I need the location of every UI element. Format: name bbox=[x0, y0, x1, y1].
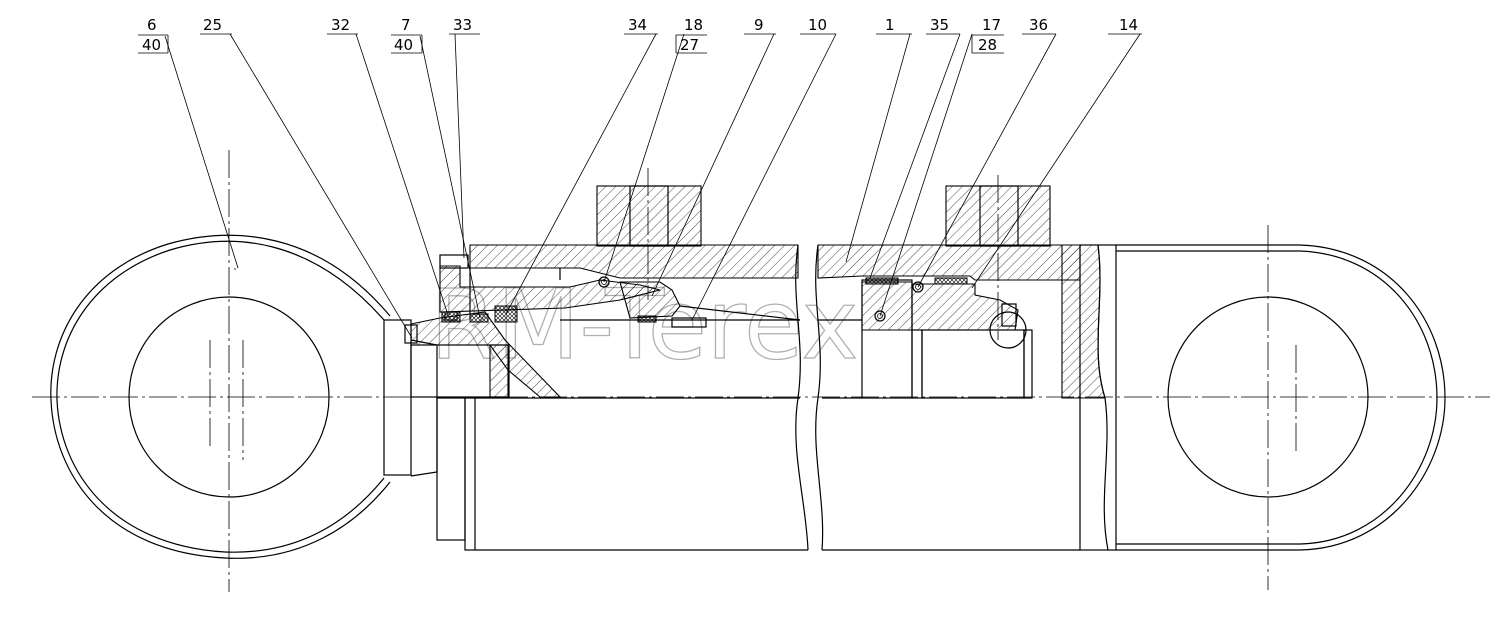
callout-6-bottom: 40 bbox=[142, 36, 161, 54]
callout-32-top: 32 bbox=[331, 16, 350, 34]
callout-35: 35 bbox=[926, 16, 960, 35]
callout-18-bottom: 27 bbox=[680, 36, 699, 54]
callout-35-top: 35 bbox=[930, 16, 949, 34]
callout-9: 9 bbox=[744, 16, 776, 35]
callout-10: 10 bbox=[800, 16, 836, 35]
callout-1: 1 bbox=[876, 16, 912, 35]
callout-14-top: 14 bbox=[1119, 16, 1138, 34]
right-eye bbox=[1116, 225, 1446, 590]
callout-18-top: 18 bbox=[684, 16, 703, 34]
callout-7-top: 7 bbox=[401, 16, 411, 34]
piston bbox=[861, 279, 1033, 399]
tube-right bbox=[817, 175, 1081, 551]
callout-17-bottom: 28 bbox=[978, 36, 997, 54]
callout-18: 18 27 bbox=[675, 16, 707, 54]
callout-17-top: 17 bbox=[982, 16, 1001, 34]
callout-14: 14 bbox=[1108, 16, 1142, 35]
callout-7-bottom: 40 bbox=[394, 36, 413, 54]
callout-6-top: 6 bbox=[147, 16, 157, 34]
callout-33-top: 33 bbox=[453, 16, 472, 34]
leader-lines bbox=[164, 33, 1141, 339]
left-rod-eye bbox=[50, 150, 391, 592]
end-cap bbox=[1061, 244, 1117, 551]
callout-10-top: 10 bbox=[808, 16, 827, 34]
callout-34: 34 bbox=[624, 16, 658, 35]
callout-25: 25 bbox=[200, 16, 232, 35]
callout-1-top: 1 bbox=[885, 16, 895, 34]
callout-32: 32 bbox=[327, 16, 358, 35]
callout-36-top: 36 bbox=[1029, 16, 1048, 34]
tube-left bbox=[469, 168, 808, 551]
callout-17: 17 28 bbox=[971, 16, 1004, 54]
gland-head bbox=[404, 254, 661, 398]
callout-25-top: 25 bbox=[203, 16, 222, 34]
callout-6: 6 40 bbox=[138, 16, 169, 54]
callout-7: 7 40 bbox=[391, 16, 423, 54]
callout-34-top: 34 bbox=[628, 16, 647, 34]
callout-9-top: 9 bbox=[754, 16, 764, 34]
callout-33: 33 bbox=[449, 16, 480, 35]
break-lines bbox=[795, 244, 824, 551]
callout-36: 36 bbox=[1022, 16, 1056, 35]
